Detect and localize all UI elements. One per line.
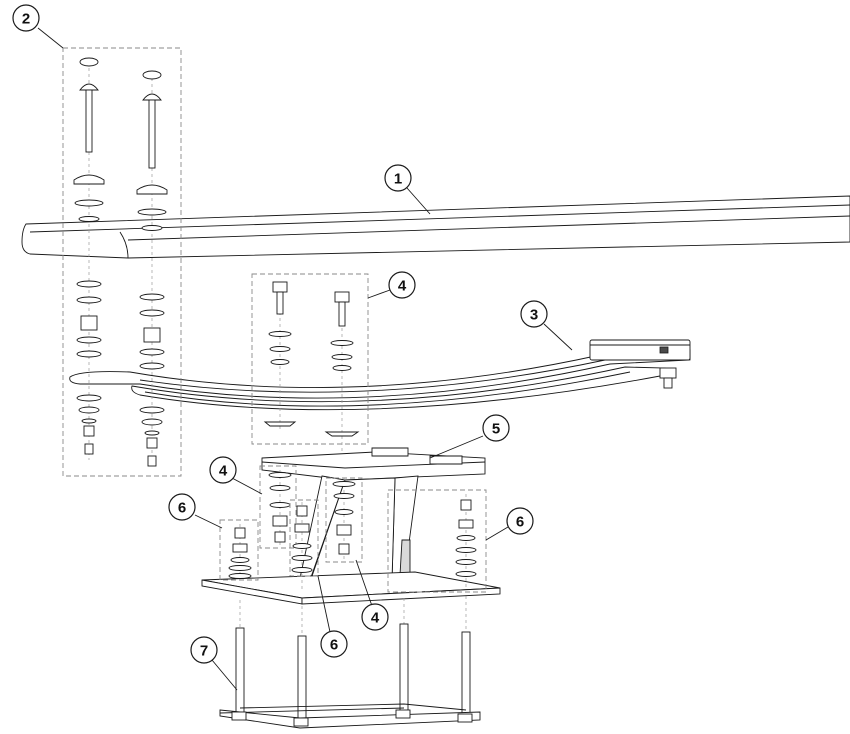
svg-text:6: 6 [330,637,338,654]
callout-6-left: 6 [168,493,196,521]
beam-part [21,195,850,259]
bolt-group-4-top [251,273,369,460]
bolt-group-6-right [387,489,487,593]
leaf-spring-part [69,339,691,411]
callout-3: 3 [520,300,548,328]
bolt-group-6-left [219,519,259,581]
callout-6-bottom: 6 [320,630,348,658]
callout-5: 5 [482,414,510,442]
callout-6-right: 6 [506,507,534,535]
pedestal-bracket-part [261,447,486,583]
leader-lines [37,27,573,691]
svg-text:6: 6 [178,500,186,517]
svg-text:6: 6 [516,514,524,531]
svg-text:5: 5 [492,421,500,438]
callout-4-top: 4 [388,271,416,299]
bolt-group-4-left [259,465,297,549]
callout-1: 1 [384,164,412,192]
svg-text:4: 4 [219,463,228,480]
svg-text:1: 1 [394,171,402,188]
bolt-group-4-right [325,477,363,563]
callout-2: 2 [12,4,40,32]
lower-frame-part [219,596,481,729]
svg-text:3: 3 [530,307,538,324]
callout-4-bottom: 4 [361,603,389,631]
callout-7: 7 [190,636,218,664]
svg-text:4: 4 [398,278,407,295]
svg-text:2: 2 [22,11,30,28]
svg-text:7: 7 [200,643,208,660]
bolt-group-6-middle [289,499,319,590]
svg-text:4: 4 [371,610,380,627]
bolt-group-2 [62,47,182,477]
callout-4-left: 4 [209,456,237,484]
